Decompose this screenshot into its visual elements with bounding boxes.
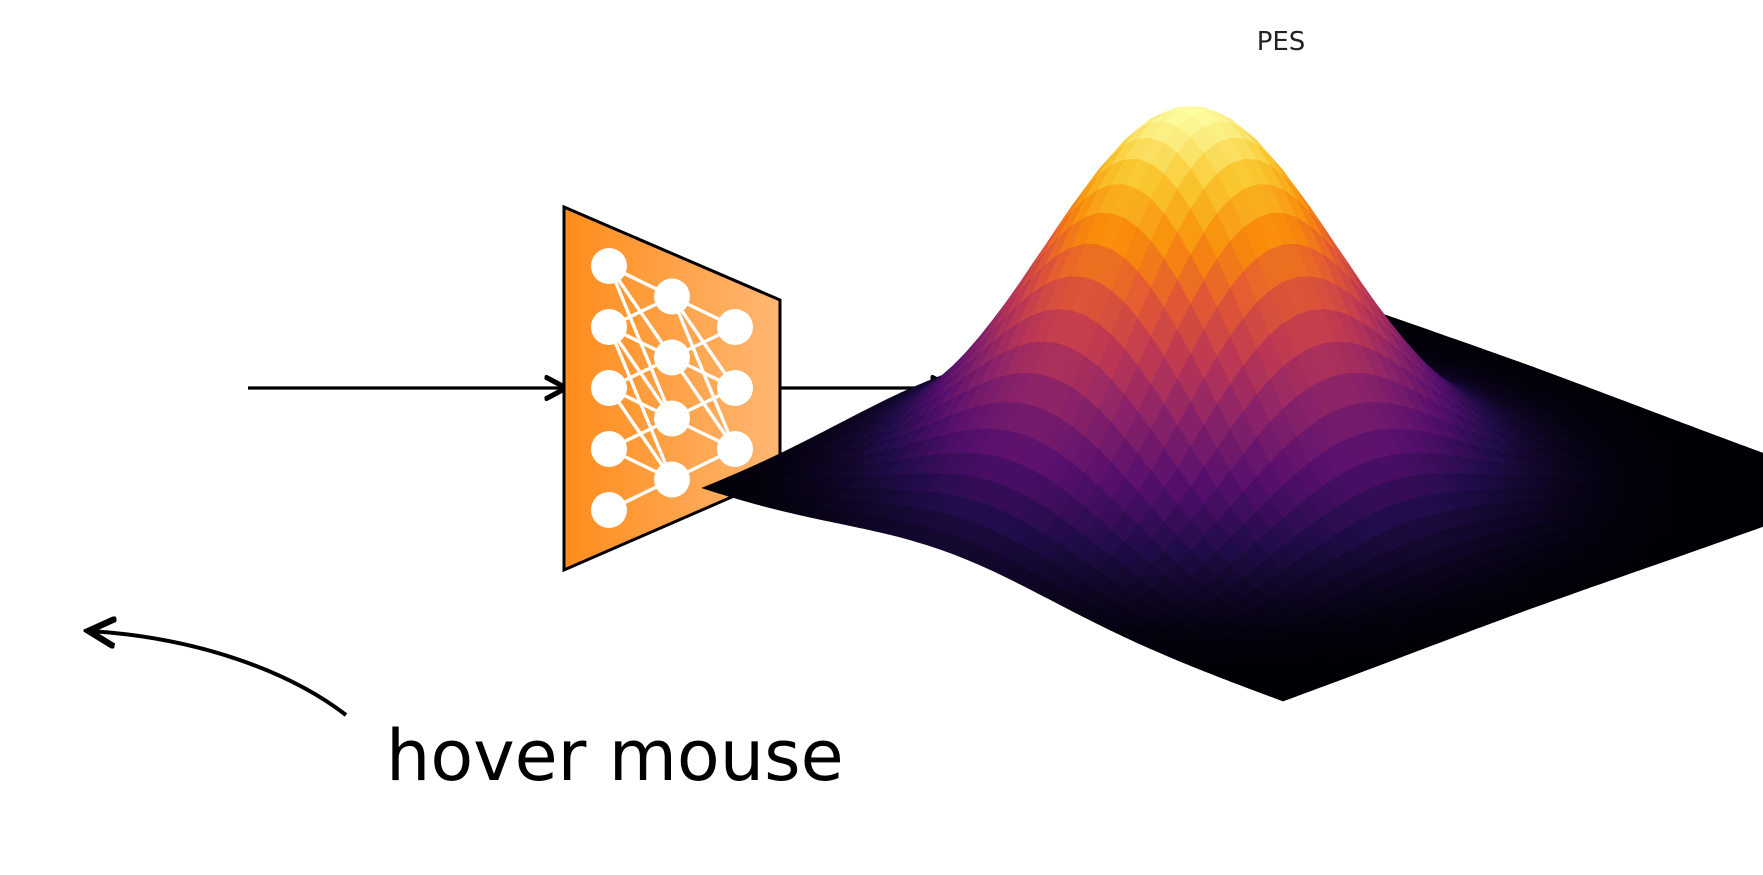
- network-neurons: [591, 248, 753, 528]
- network-neuron: [591, 309, 627, 345]
- network-neuron: [654, 278, 690, 315]
- pes-surface-plot[interactable]: [701, 106, 1763, 702]
- pes-title: PES: [1257, 27, 1306, 57]
- network-neuron: [717, 309, 753, 345]
- neural-network-block: [562, 204, 782, 573]
- hover-hint-text: hover mouse: [386, 715, 844, 797]
- surface-patch: [1268, 690, 1298, 702]
- network-neuron: [717, 370, 753, 406]
- network-neuron: [591, 248, 627, 284]
- network-neuron: [591, 370, 627, 406]
- hover-hint-arrow: [90, 631, 348, 717]
- network-neuron: [654, 461, 690, 498]
- network-neuron: [591, 431, 627, 467]
- network-neuron: [654, 339, 690, 376]
- network-neuron: [654, 400, 690, 437]
- network-neuron: [717, 431, 753, 467]
- network-neuron: [591, 492, 627, 528]
